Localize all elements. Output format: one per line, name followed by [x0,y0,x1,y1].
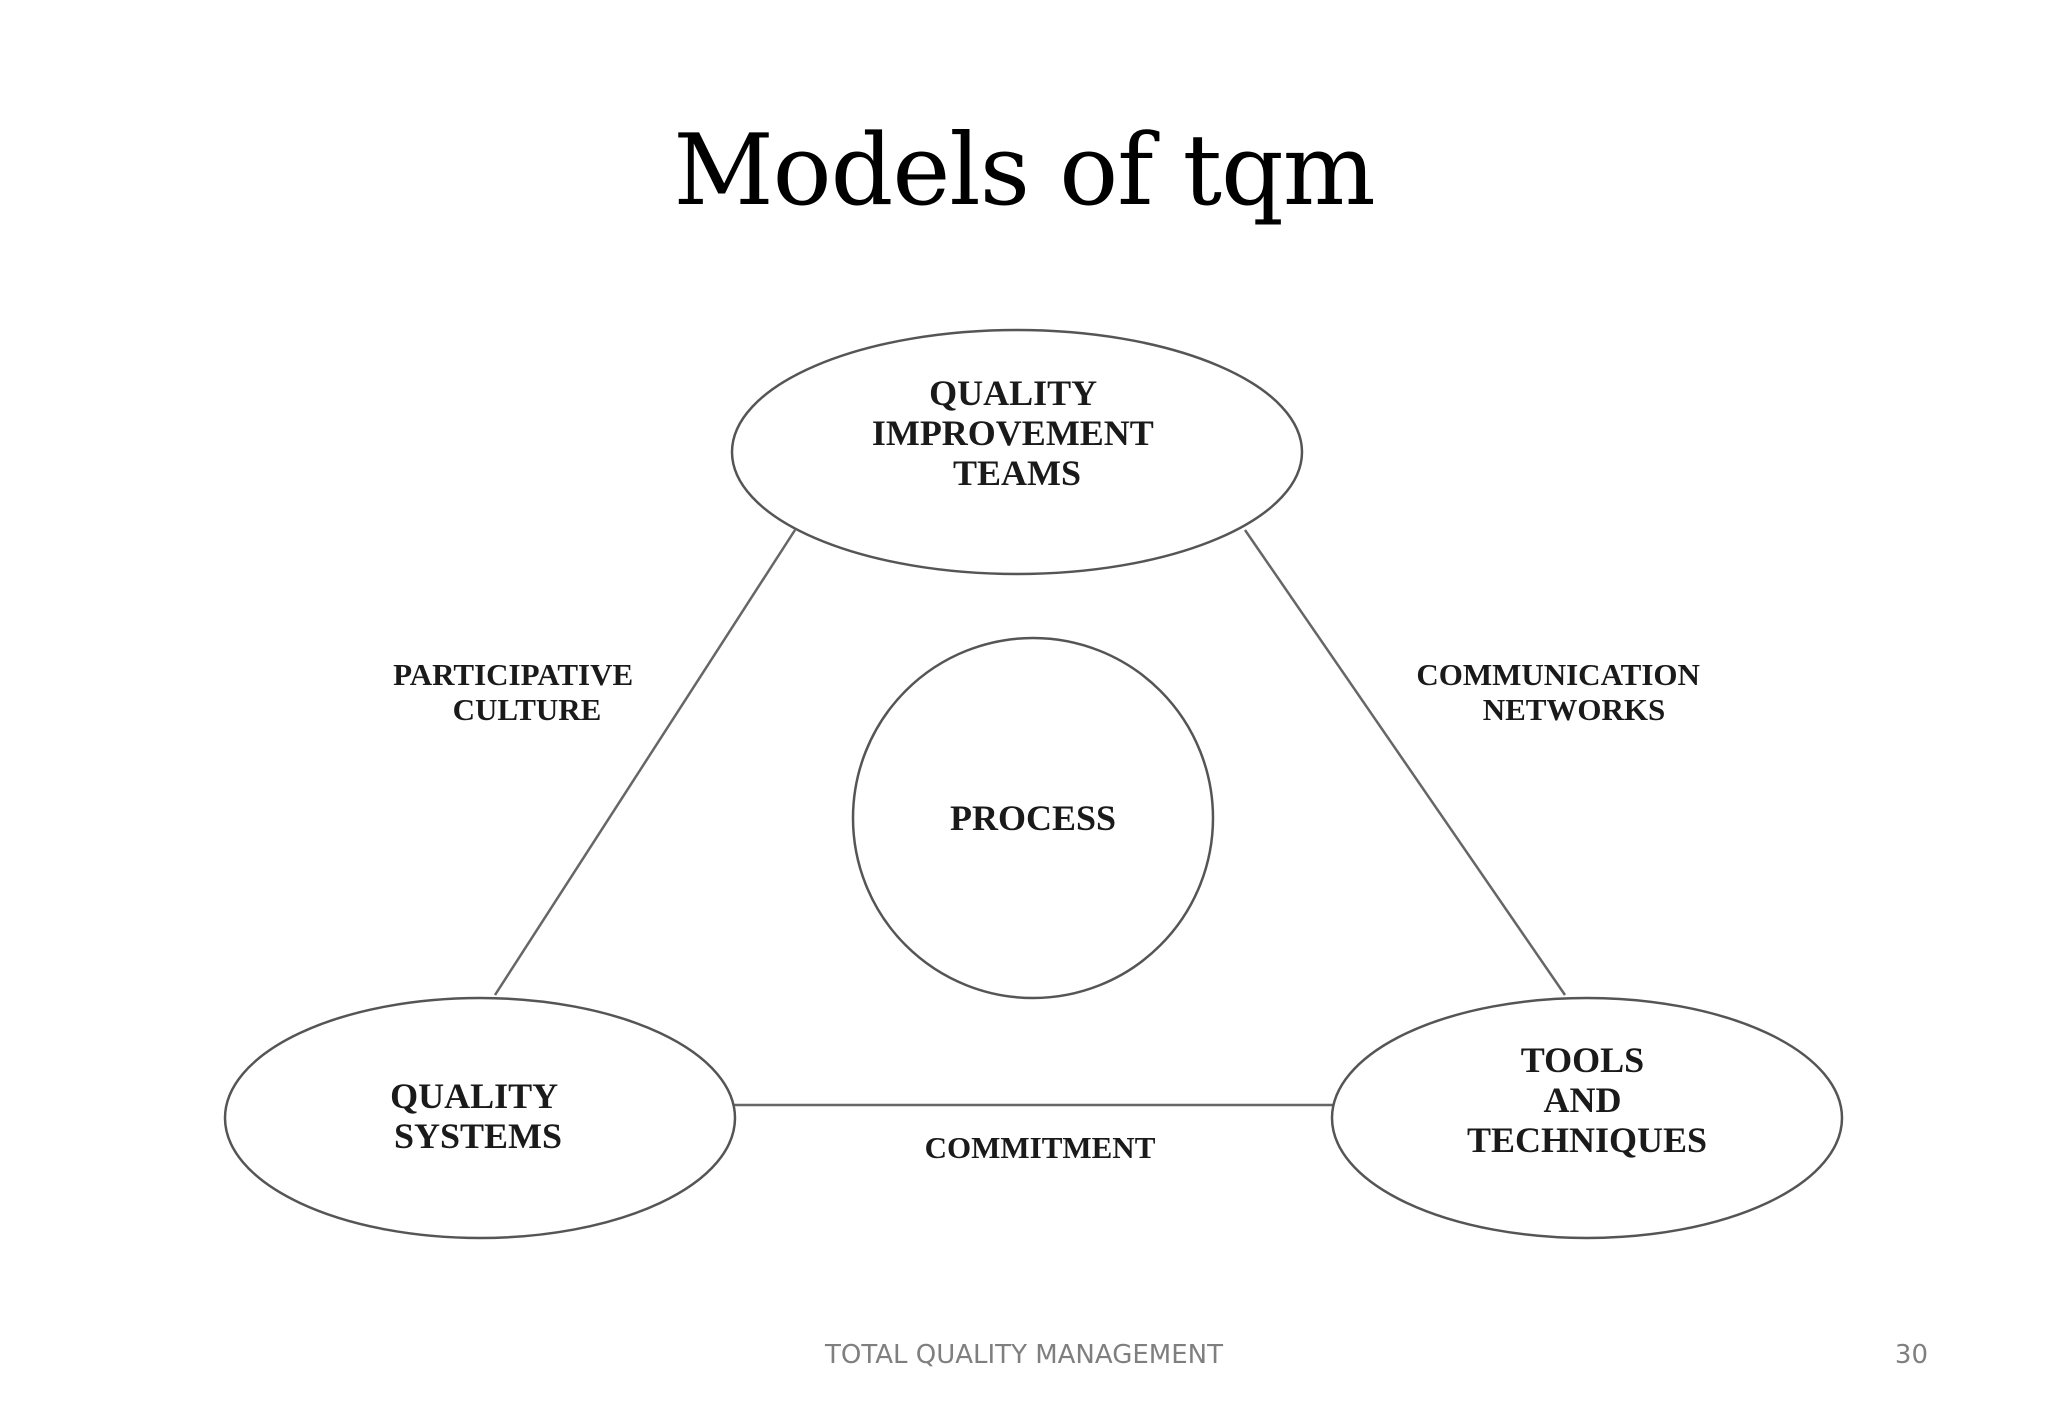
node-label-line: AND [1544,1080,1622,1120]
node-label-bottom-right: TOOLS AND TECHNIQUES [1467,1040,1707,1160]
edge-label-right: COMMUNICATION NETWORKS [1416,657,1707,727]
node-label-line: QUALITY [929,373,1097,413]
node-tools-and-techniques [1330,996,1844,1240]
node-label-line: TEAMS [953,453,1081,493]
page-number: 30 [1894,1340,1928,1370]
edge-label-line: NETWORKS [1483,692,1666,727]
node-label-top: QUALITY IMPROVEMENT TEAMS [872,373,1162,493]
node-label-line: IMPROVEMENT [872,413,1154,453]
connector-left [493,529,797,996]
node-label-line: SYSTEMS [394,1116,562,1156]
slide-title: Models of tqm [673,114,1375,228]
node-label-bottom-left: QUALITY SYSTEMS [390,1076,566,1156]
edge-label-line: COMMUNICATION [1416,657,1700,692]
node-quality-systems [223,996,737,1240]
edge-label-line: COMMITMENT [925,1130,1156,1165]
node-process [851,636,1215,1000]
node-label-center: PROCESS [950,798,1116,838]
node-label-line: QUALITY [390,1076,558,1116]
edge-label-line: CULTURE [453,692,602,727]
node-label-line: PROCESS [950,798,1116,838]
slide-footer: TOTAL QUALITY MANAGEMENT [825,1340,1223,1370]
node-quality-improvement-teams [730,328,1304,576]
node-label-line: TOOLS [1521,1040,1644,1080]
edge-label-bottom: COMMITMENT [925,1130,1156,1165]
node-label-line: TECHNIQUES [1467,1120,1707,1160]
edge-label-line: PARTICIPATIVE [393,657,633,692]
edge-label-left: PARTICIPATIVE CULTURE [393,657,641,727]
connector-right [1243,529,1567,996]
